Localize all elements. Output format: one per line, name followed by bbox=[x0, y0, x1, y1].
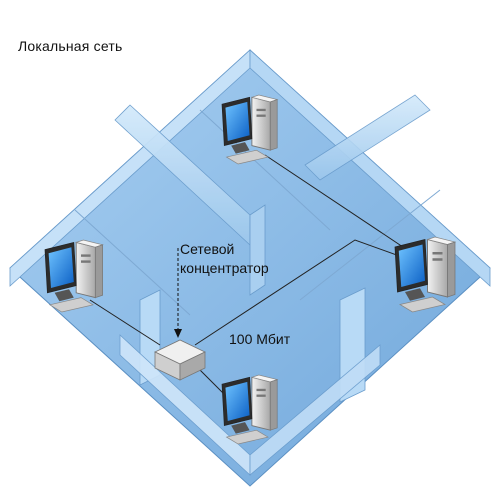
hub-label-line-1: Сетевой bbox=[180, 241, 235, 257]
wall-top-right bbox=[304, 94, 431, 181]
wall-front-right bbox=[249, 344, 381, 476]
speed-label: 100 Мбит bbox=[229, 331, 291, 347]
down-arrow-icon bbox=[174, 248, 182, 338]
back-right-wall bbox=[249, 49, 491, 287]
hub-label: Сетевой концентратор bbox=[180, 240, 269, 278]
cable-hub-to-right bbox=[194, 239, 406, 346]
network-hub-icon bbox=[154, 339, 206, 381]
hub-label-line-2: концентратор bbox=[180, 260, 269, 276]
cable-top-to-right bbox=[264, 154, 416, 256]
cable-left-to-hub bbox=[89, 299, 161, 346]
wall-center-vertical bbox=[249, 204, 266, 296]
diagram-title: Локальная сеть bbox=[18, 38, 123, 54]
